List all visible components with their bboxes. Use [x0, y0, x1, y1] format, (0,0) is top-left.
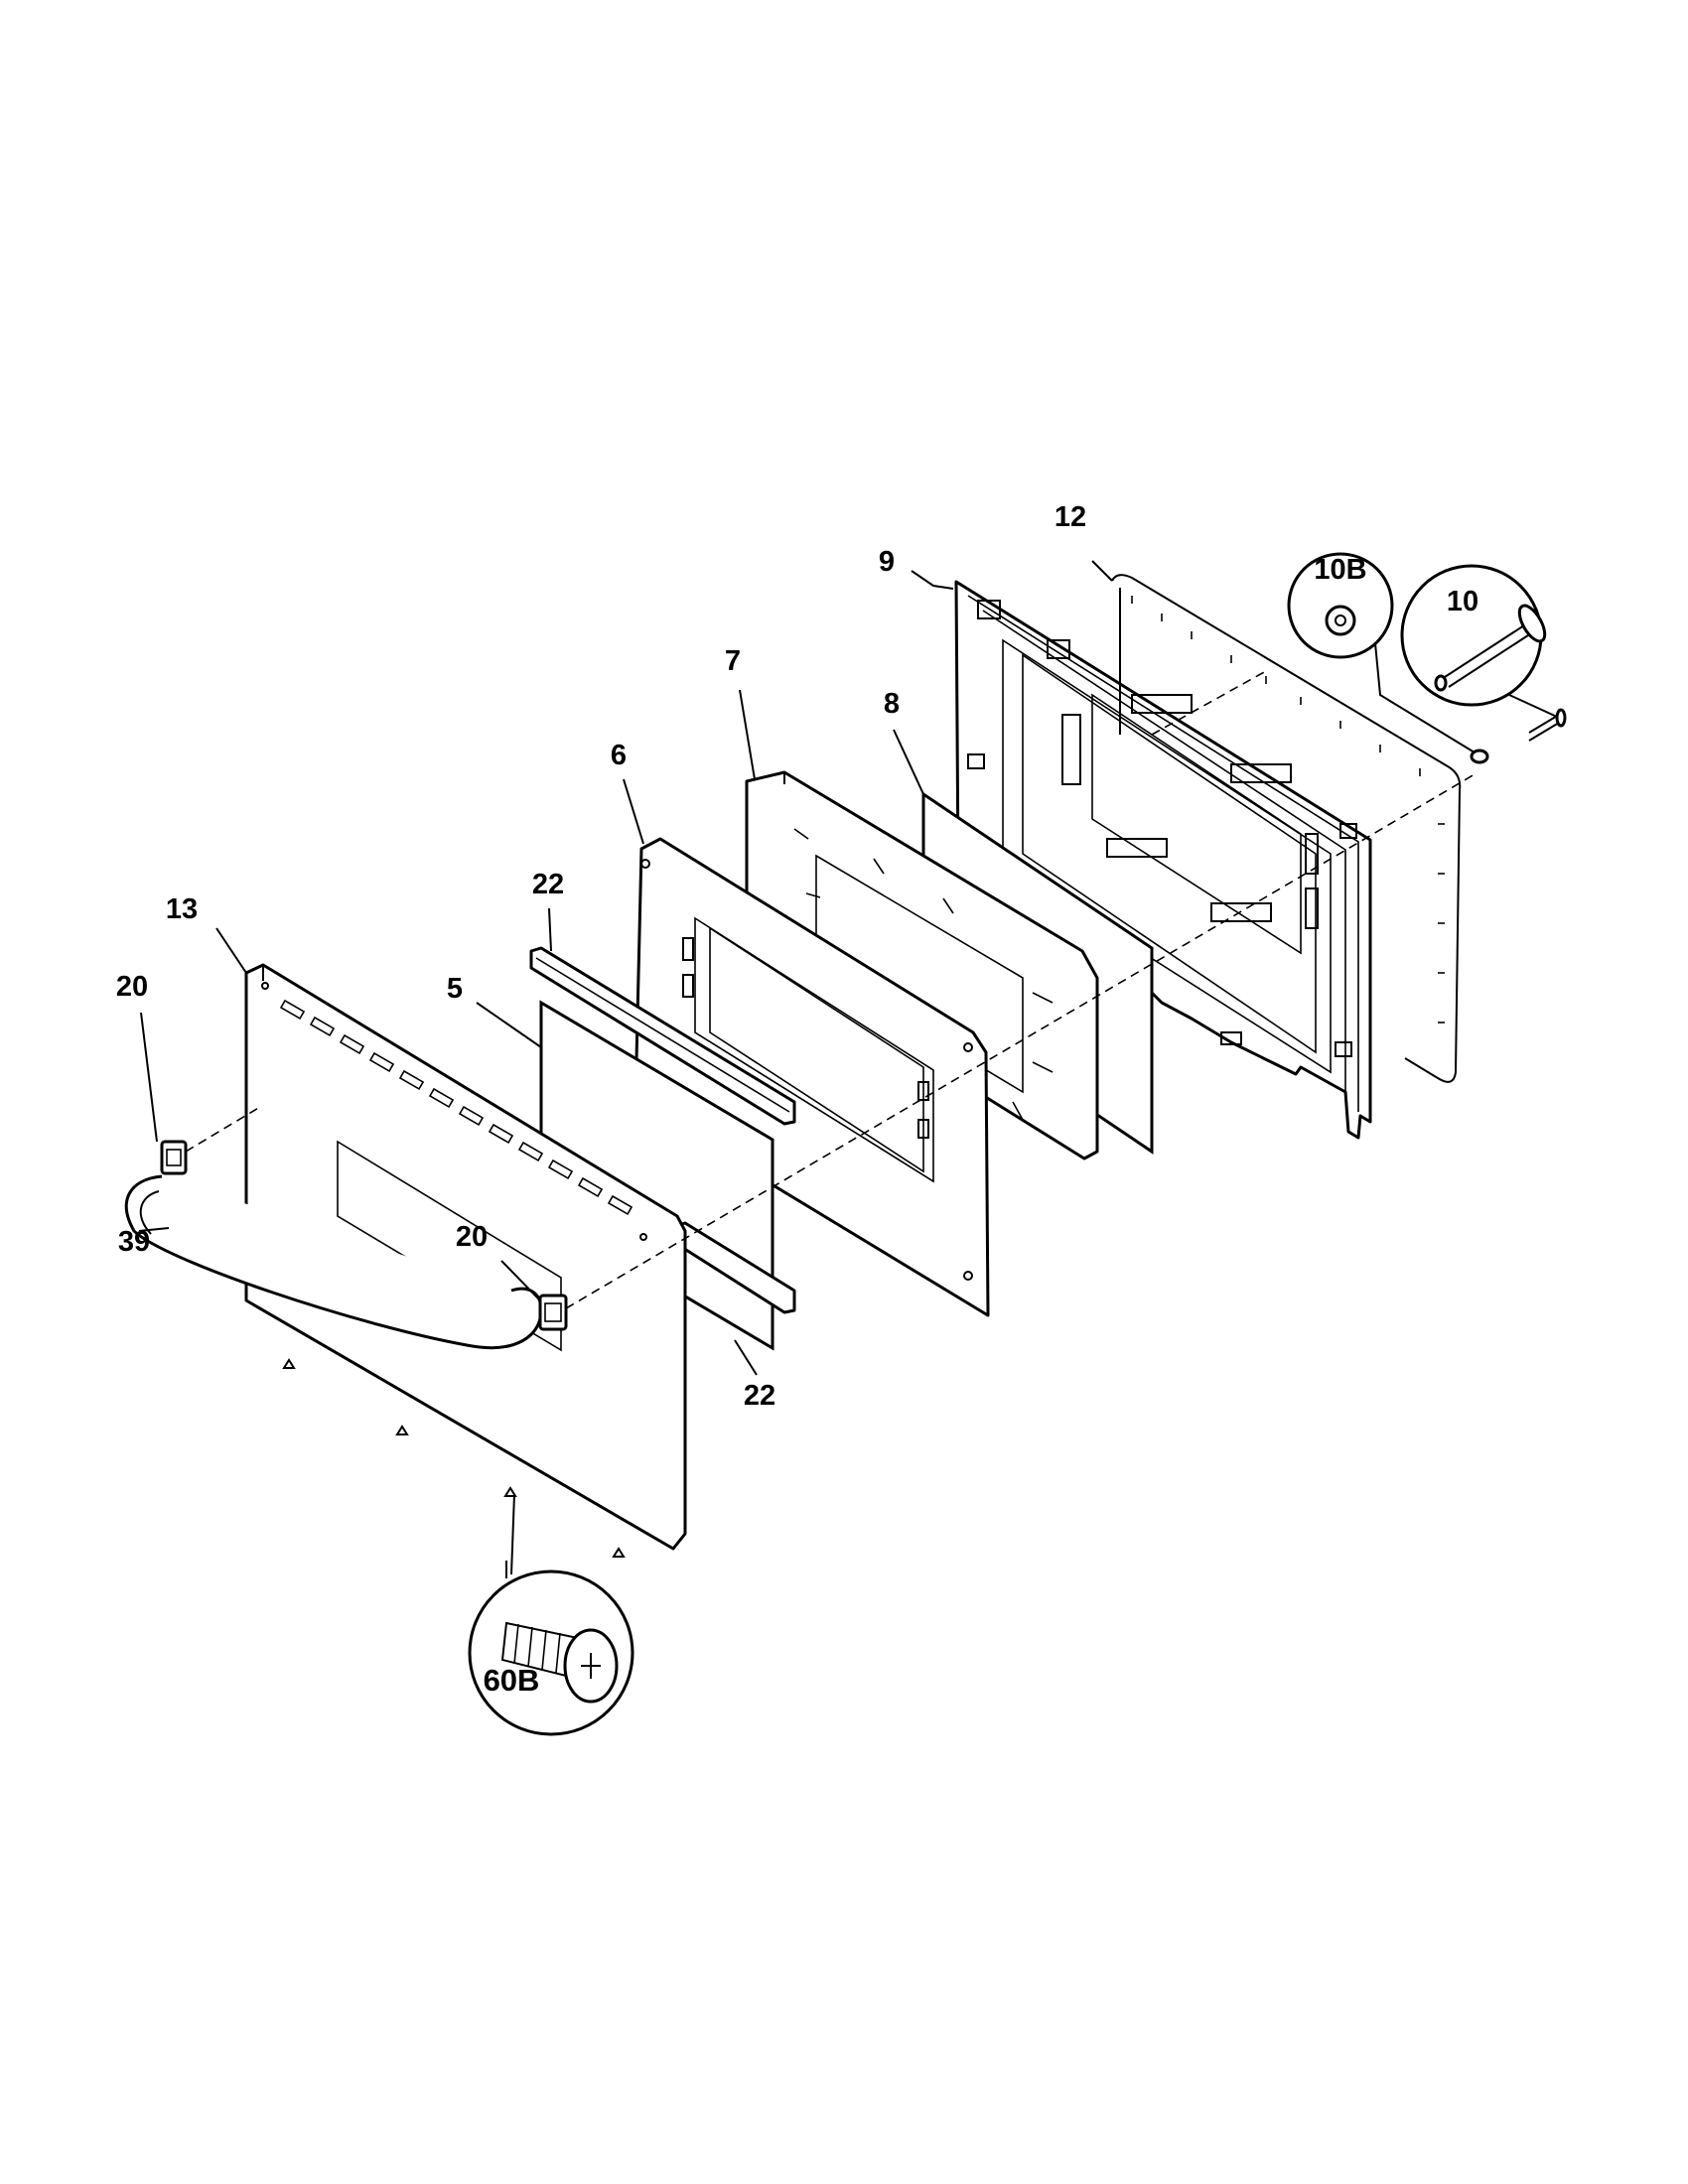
bolt-callout: 10 — [1400, 564, 1558, 718]
label-channel-upper: 22 — [532, 869, 564, 900]
outer-door-panel-part — [244, 963, 687, 1558]
assembly-lines — [185, 670, 1476, 1309]
label-channel-lower: 22 — [744, 1380, 775, 1412]
leader-lines — [138, 560, 1113, 1376]
screw-callout: 60B — [468, 1493, 634, 1736]
label-screw: 60B — [484, 1663, 540, 1698]
part-labels: 13 20 39 20 5 22 22 6 7 8 9 12 — [116, 501, 1086, 1412]
label-handle-cap-upper: 20 — [116, 971, 148, 1003]
bottom-screw-marks — [282, 1358, 626, 1558]
door-gasket-part — [1111, 574, 1462, 1083]
label-handle: 39 — [118, 1226, 150, 1258]
washer-small-part — [1470, 749, 1489, 764]
label-insulation: 7 — [725, 645, 741, 677]
vent-slots — [279, 999, 633, 1216]
insulation-part — [745, 770, 1099, 1160]
label-glass-inner: 8 — [884, 688, 900, 720]
label-handle-cap-lower: 20 — [456, 1221, 488, 1253]
label-bolt: 10 — [1447, 586, 1478, 617]
bolt-small-part — [1528, 708, 1567, 742]
label-washer: 10B — [1314, 554, 1366, 586]
handle-cap-upper-part — [160, 1140, 188, 1175]
label-door-panel: 13 — [166, 893, 198, 925]
label-glass-frame: 6 — [611, 740, 627, 771]
handle-cap-lower-part — [538, 1294, 568, 1331]
label-inner-door-liner: 9 — [879, 546, 895, 578]
channel-upper-part — [529, 946, 796, 1126]
washer-callout: 10B — [1287, 552, 1476, 753]
label-glass-outer: 5 — [447, 973, 463, 1005]
inner-door-liner-part — [954, 580, 1372, 1140]
label-gasket: 12 — [1055, 501, 1086, 533]
